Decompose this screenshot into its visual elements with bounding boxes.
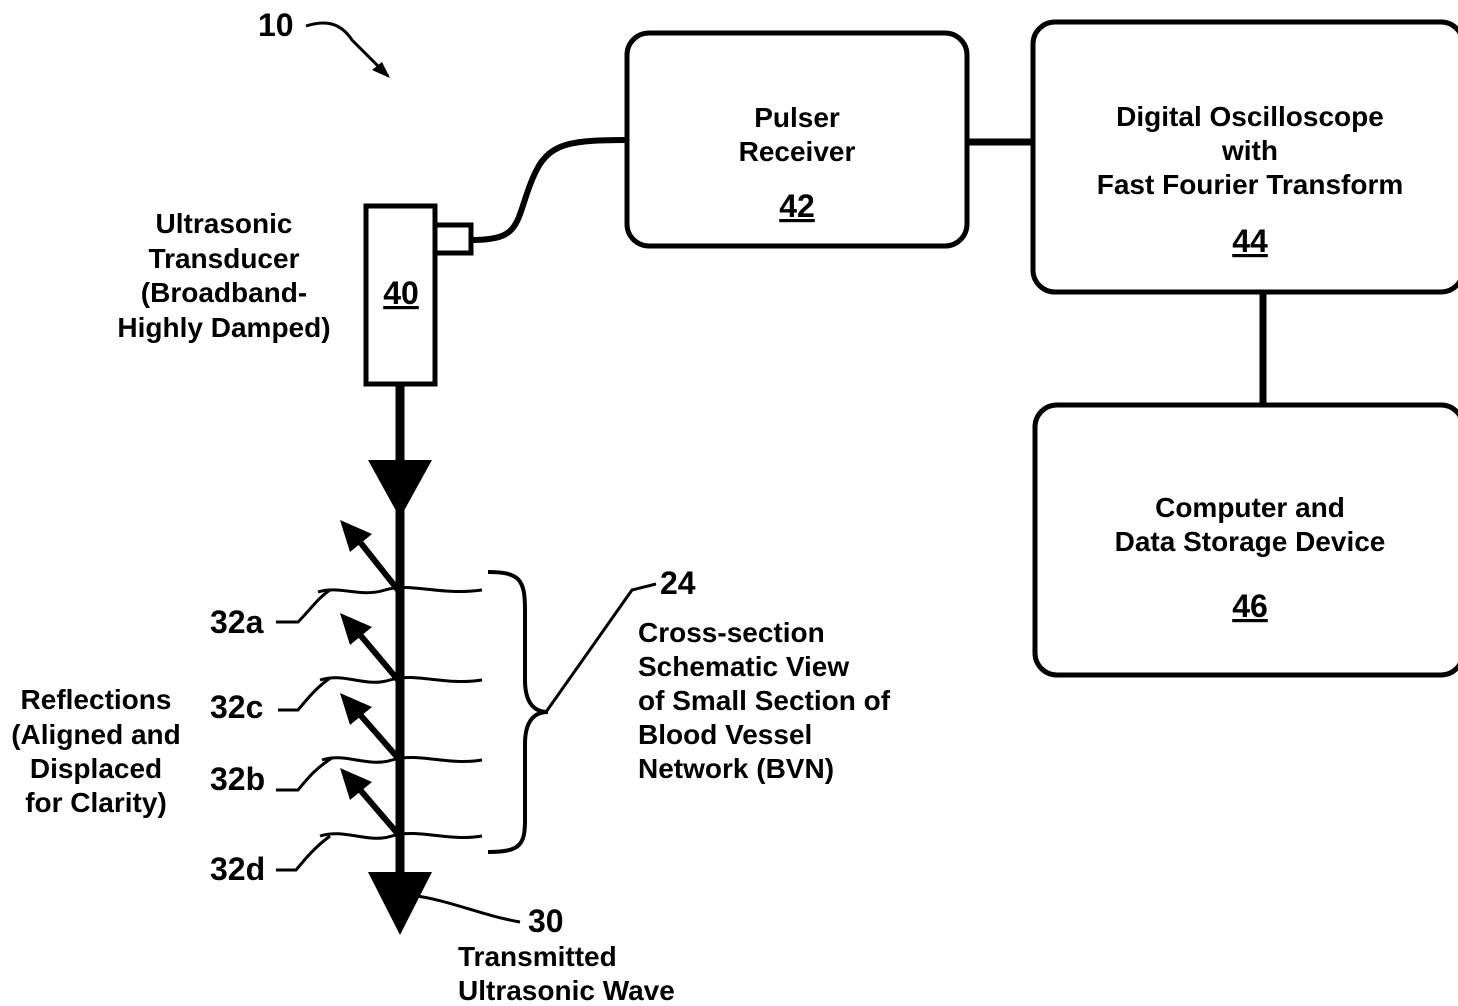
computer-box	[1032, 402, 1458, 678]
reflections-caption-4: for Clarity)	[25, 787, 167, 818]
transmitted-wave-upper-arrowhead	[368, 460, 432, 518]
leader-32a	[276, 588, 331, 624]
reflection-arrow-32c	[340, 613, 401, 682]
figure-ref-arrowhead	[372, 62, 390, 78]
computer-ref: 46	[1232, 588, 1268, 624]
bvn-brace	[487, 570, 549, 854]
transducer-ref: 40	[383, 275, 419, 311]
transducer-cable	[470, 137, 628, 243]
bvn-line-3: of Small Section of	[638, 685, 891, 716]
bvn-leader-line	[544, 582, 657, 713]
bvn-line-1: Cross-section	[638, 617, 825, 648]
reflections-caption-1: Reflections	[21, 684, 172, 715]
pulser-ref: 42	[779, 188, 815, 224]
vessel-wall-line-1	[317, 586, 483, 595]
transducer-connector-plug	[432, 222, 474, 256]
figure-ref-arrow-line	[305, 21, 390, 78]
oscilloscope-line-3: Fast Fourier Transform	[1097, 169, 1404, 200]
leader-32b	[276, 756, 333, 792]
computer-line-2: Data Storage Device	[1115, 526, 1386, 557]
wave-line-2: Ultrasonic Wave	[458, 975, 675, 1006]
transducer-label-4: Highly Damped)	[117, 312, 330, 343]
vessel-wall-line-3	[321, 756, 483, 764]
wave-line-1: Transmitted	[458, 941, 617, 972]
reflection-label-32a: 32a	[210, 604, 264, 640]
vessel-wall-line-2	[319, 676, 483, 684]
oscilloscope-box	[1030, 19, 1458, 295]
computer-line-1: Computer and	[1155, 492, 1345, 523]
transducer-label-3: (Broadband-	[141, 277, 307, 308]
leader-32d	[276, 834, 331, 872]
pulser-line-2: Receiver	[739, 136, 856, 167]
transducer-label-1: Ultrasonic	[156, 208, 293, 239]
transmitted-wave-lower-arrowhead	[368, 872, 432, 935]
oscilloscope-line-2: with	[1221, 135, 1278, 166]
transducer-label-2: Transducer	[149, 243, 300, 274]
oscilloscope-ref: 44	[1232, 223, 1268, 259]
wave-leader-line	[409, 893, 521, 924]
vessel-wall-line-4	[319, 832, 483, 840]
reflection-arrow-32d	[340, 768, 401, 836]
wave-ref: 30	[528, 903, 564, 939]
bvn-line-2: Schematic View	[638, 651, 849, 682]
bvn-line-5: Network (BVN)	[638, 753, 834, 784]
reflections-caption-2: (Aligned and	[11, 719, 181, 750]
figure-ref-label: 10	[258, 7, 294, 43]
reflection-label-32b: 32b	[210, 761, 265, 797]
reflections-caption-3: Displaced	[30, 753, 162, 784]
reflection-label-32d: 32d	[210, 851, 265, 887]
pulser-line-1: Pulser	[754, 102, 840, 133]
oscilloscope-line-1: Digital Oscilloscope	[1116, 101, 1384, 132]
bvn-line-4: Blood Vessel	[638, 719, 812, 750]
reflection-arrow-32b	[340, 693, 401, 760]
bvn-ref: 24	[660, 565, 696, 601]
reflection-arrow-32a	[340, 520, 401, 592]
leader-32c	[278, 676, 331, 712]
reflection-label-32c: 32c	[210, 689, 263, 725]
